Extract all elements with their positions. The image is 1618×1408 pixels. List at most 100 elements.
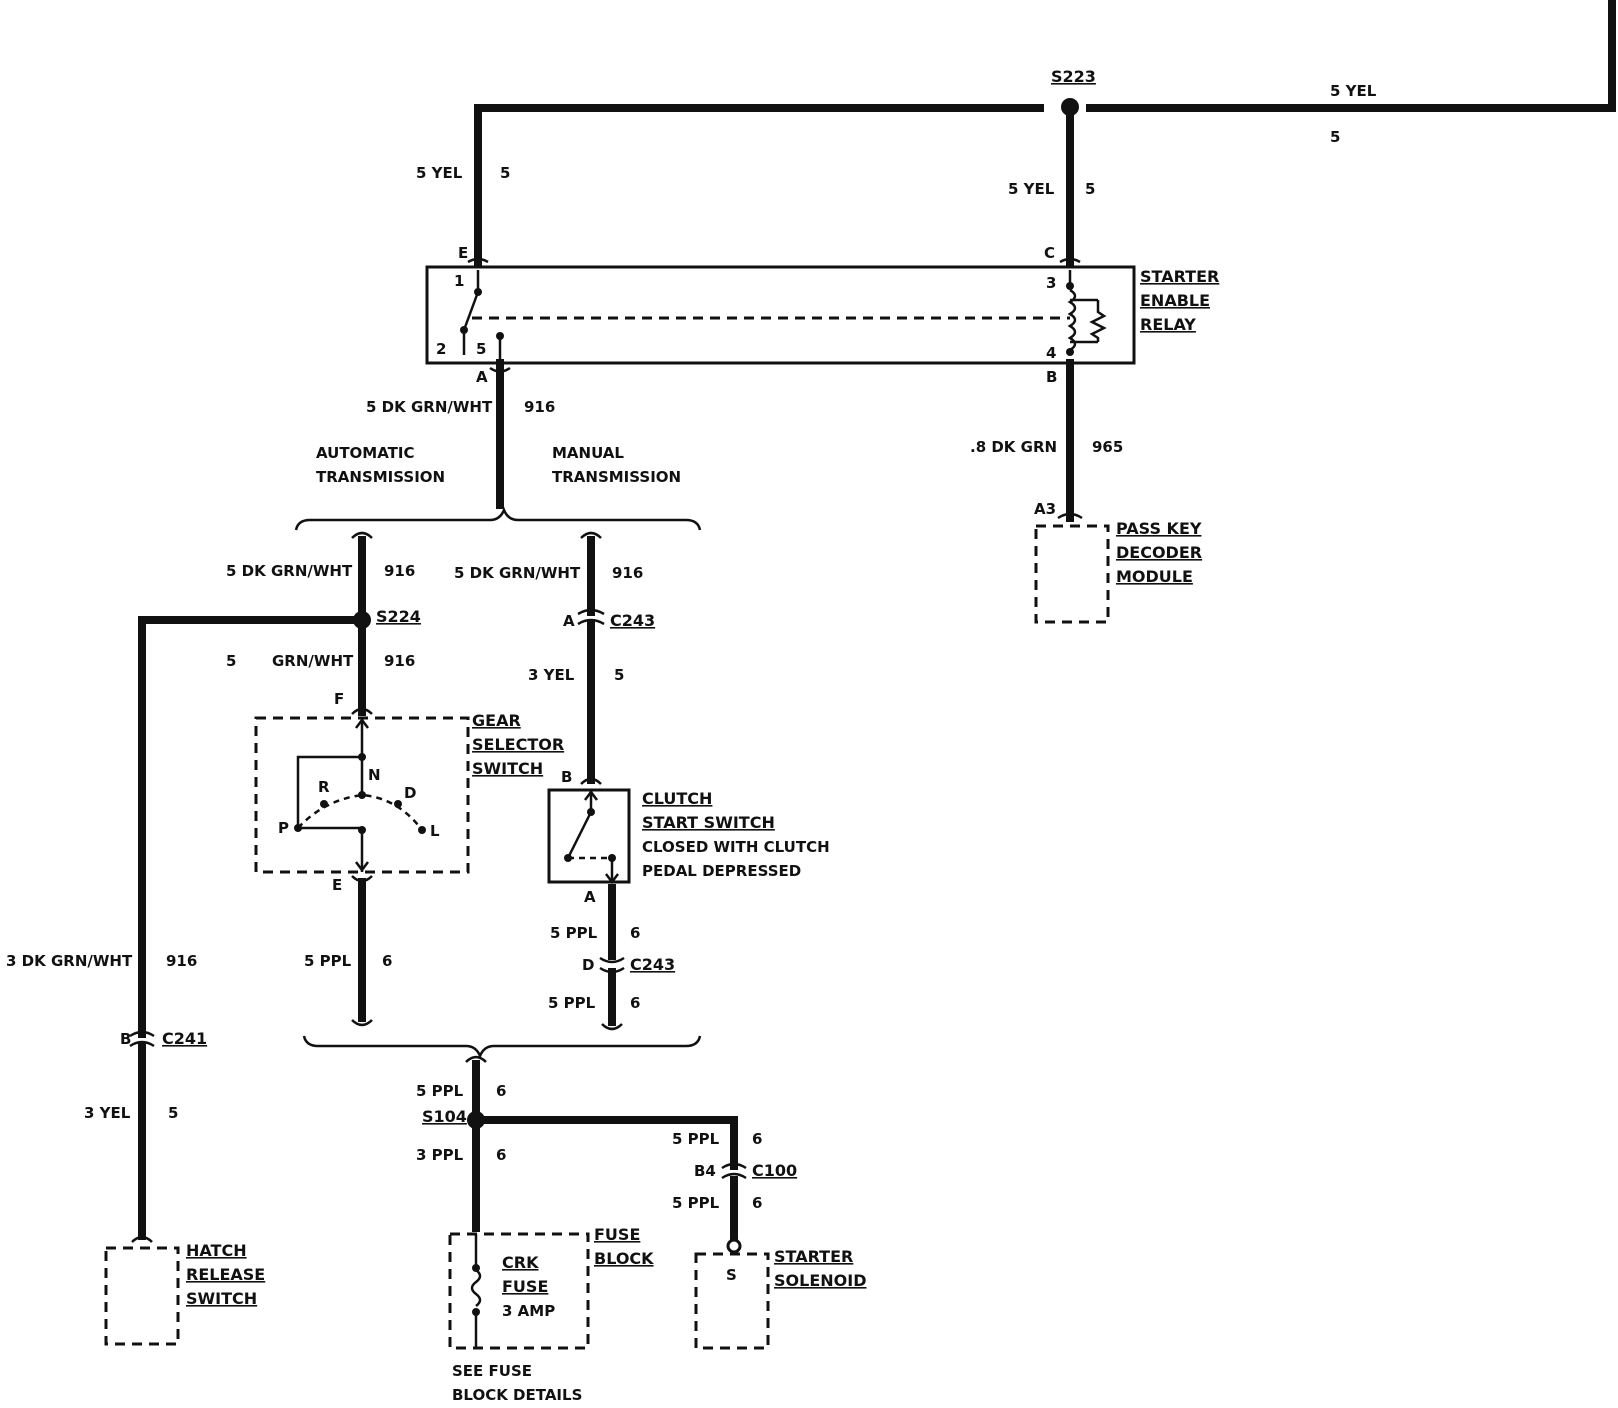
relay-label-3: RELAY — [1140, 315, 1196, 334]
relay-label-1: STARTER — [1140, 267, 1219, 286]
hatch-label-2: RELEASE — [186, 1265, 265, 1284]
starter-pin-s: S — [726, 1266, 737, 1284]
wire-gear-in-label2: GRN/WHT — [272, 652, 354, 670]
relay-pin-2: 2 — [436, 340, 446, 358]
clutch-label-1: CLUTCH — [642, 789, 712, 808]
c243-pin-a: A — [563, 612, 575, 630]
wire-relay-a-circuit: 916 — [524, 398, 555, 416]
starter-solenoid — [694, 1252, 770, 1350]
crk-fuse-label-2: FUSE — [502, 1277, 548, 1296]
pass-key-pin-a3: A3 — [1034, 500, 1056, 518]
wire-starter-feed — [472, 1116, 738, 1170]
wire-starter1-circuit: 6 — [752, 1130, 762, 1148]
relay-pin-1: 1 — [454, 272, 464, 290]
relay-pin-5: 5 — [476, 340, 486, 358]
wire-gear-out-label: 5 PPL — [304, 952, 352, 970]
gear-pin-f: F — [334, 690, 344, 708]
wire-manual-top-label: 5 DK GRN/WHT — [454, 564, 581, 582]
c100-pin-b4: B4 — [694, 1162, 716, 1180]
branch-automatic-2: TRANSMISSION — [316, 468, 445, 486]
clutch-start-switch — [547, 788, 631, 885]
gear-pin-e: E — [332, 876, 342, 894]
c100-upper — [721, 1162, 747, 1170]
wire-hatch-feed — [138, 616, 366, 1038]
branch-brace-top — [294, 506, 702, 531]
branch-manual-1: MANUAL — [552, 444, 624, 462]
clutch-note-2: PEDAL DEPRESSED — [642, 862, 801, 880]
wire-clutch-in-circuit: 5 — [614, 666, 624, 684]
c241-upper — [129, 1030, 155, 1038]
wire-relay-c-label: 5 YEL — [1008, 180, 1055, 198]
c243-d-label: C243 — [630, 955, 675, 974]
wire-relay-b-label: .8 DK GRN — [970, 438, 1057, 456]
wire-top-right-label: 5 YEL — [1330, 82, 1377, 100]
wire-clutch-out1-circuit: 6 — [630, 924, 640, 942]
fuse-details-1: SEE FUSE — [452, 1362, 532, 1380]
wire-relay-c-circuit: 5 — [1085, 180, 1095, 198]
wire-top-right-circuit: 5 — [1330, 128, 1340, 146]
wire-starter1-label: 5 PPL — [672, 1130, 720, 1148]
wire-relay-a-label: 5 DK GRN/WHT — [366, 398, 493, 416]
wire-fuse-circuit: 6 — [496, 1146, 506, 1164]
clutch-note-1: CLOSED WITH CLUTCH — [642, 838, 830, 856]
fuse-block — [448, 1232, 590, 1350]
crk-fuse-label-1: CRK — [502, 1253, 539, 1272]
relay-pin-a: A — [476, 368, 488, 386]
wire-relay-e-label: 5 YEL — [416, 164, 463, 182]
gear-pos-l: L — [430, 822, 440, 840]
wire-auto-top-circuit: 916 — [384, 562, 415, 580]
auto-top-mark — [351, 531, 373, 539]
gear-out-end-mark — [351, 1019, 373, 1027]
c241-label: C241 — [162, 1029, 207, 1048]
c243-d-upper — [599, 956, 625, 964]
clutch-label-2: START SWITCH — [642, 813, 775, 832]
hatch-label-3: SWITCH — [186, 1289, 257, 1308]
wire-starter2-label: 5 PPL — [672, 1194, 720, 1212]
wire-clutch-out2-label: 5 PPL — [548, 994, 596, 1012]
wire-merge-label: 5 PPL — [416, 1082, 464, 1100]
gear-pos-p: P — [278, 819, 289, 837]
wire-clutch-in-label: 3 YEL — [528, 666, 575, 684]
branch-automatic-1: AUTOMATIC — [316, 444, 415, 462]
gear-f-pin-mark — [351, 707, 373, 715]
branch-manual-2: TRANSMISSION — [552, 468, 681, 486]
starter-label-2: SOLENOID — [774, 1271, 866, 1290]
c243-a-label: C243 — [610, 611, 655, 630]
relay-pin-c: C — [1044, 244, 1055, 262]
crk-fuse-element — [470, 1234, 482, 1348]
relay-label-2: ENABLE — [1140, 291, 1210, 310]
hatch-release-switch — [104, 1246, 180, 1346]
top-feed-wire — [474, 0, 1616, 266]
splice-s223-label: S223 — [1051, 67, 1096, 86]
clutch-pin-a: A — [584, 888, 596, 906]
wire-manual-top-circuit: 916 — [612, 564, 643, 582]
wire-fuse-label: 3 PPL — [416, 1146, 464, 1164]
branch-brace-bottom — [302, 1035, 702, 1060]
fuse-block-label-2: BLOCK — [594, 1249, 654, 1268]
wire-gear-out-circuit: 6 — [382, 952, 392, 970]
relay-a-pin-mark — [489, 366, 511, 373]
clutch-out-end-mark — [601, 1023, 623, 1031]
wire-gear-in-circuit: 916 — [384, 652, 415, 670]
wire-relay-e-circuit: 5 — [500, 164, 510, 182]
wire-clutch-out2-circuit: 6 — [630, 994, 640, 1012]
wire-hatch-low-circuit: 5 — [168, 1104, 178, 1122]
pass-key-label-3: MODULE — [1116, 567, 1193, 586]
pass-key-label-1: PASS KEY — [1116, 519, 1202, 538]
c243-pin-d: D — [582, 956, 594, 974]
gear-selector-switch — [254, 716, 470, 874]
relay-pin-4: 4 — [1046, 344, 1056, 362]
clutch-b-pin-mark — [580, 777, 602, 785]
gear-pos-n: N — [368, 766, 381, 784]
c100-label: C100 — [752, 1161, 797, 1180]
merge-top-mark — [465, 1055, 487, 1063]
hatch-label-1: HATCH — [186, 1241, 247, 1260]
gear-label-2: SELECTOR — [472, 735, 564, 754]
gear-label-1: GEAR — [472, 711, 521, 730]
fuse-details-2: BLOCK DETAILS — [452, 1386, 582, 1404]
wire-hatch-mid-label: 3 DK GRN/WHT — [6, 952, 133, 970]
c100-lower — [721, 1172, 747, 1180]
wire-gear-in-label: 5 — [226, 652, 236, 670]
pass-key-label-2: DECODER — [1116, 543, 1202, 562]
